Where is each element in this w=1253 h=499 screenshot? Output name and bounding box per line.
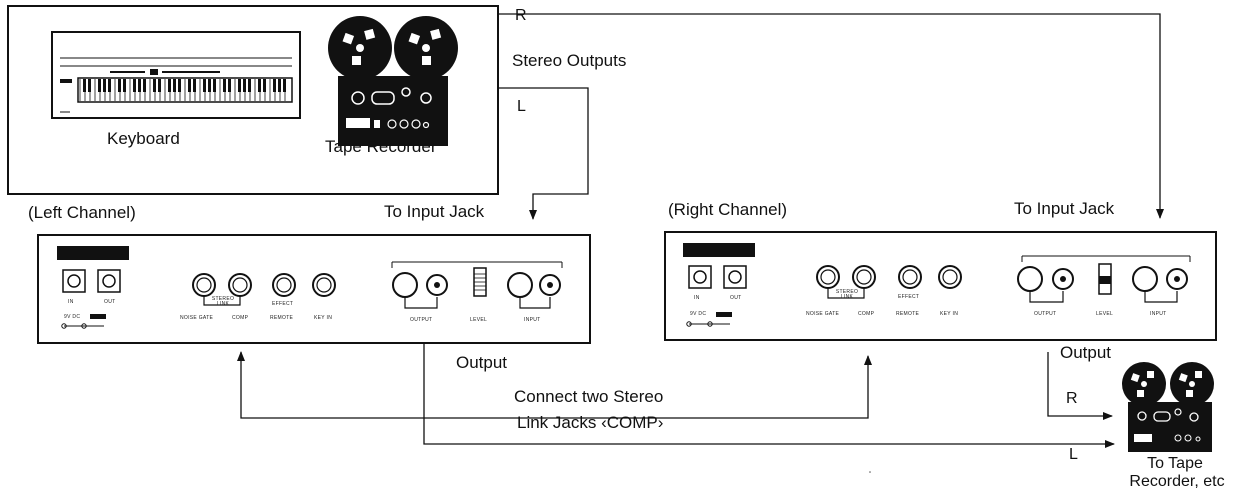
keyboard-black-key (108, 79, 111, 92)
left-key-in: KEY IN (314, 315, 333, 321)
keyboard-black-key (223, 79, 226, 92)
l-output-line (498, 87, 589, 220)
left-noise-gate: NOISE GATE (180, 315, 214, 321)
keyboard-black-key (248, 79, 251, 92)
keyboard-black-key (238, 79, 241, 92)
keyboard-black-key (173, 79, 176, 92)
label-r-top: R (515, 7, 527, 24)
tape-recorder-icon (328, 16, 458, 146)
r-output-line (498, 13, 1164, 219)
label-out-r: R (1066, 390, 1078, 407)
label-stereo-outputs: Stereo Outputs (512, 51, 627, 70)
keyboard-black-key (208, 79, 211, 92)
stereo-link-line (240, 355, 872, 419)
right-input: INPUT (1150, 311, 1167, 317)
keyboard-black-key (103, 79, 106, 92)
keyboard-black-key (153, 79, 156, 92)
left-dc-label: 9V DC (64, 314, 81, 320)
left-effect: EFFECT (272, 301, 294, 307)
keyboard-icon (51, 31, 301, 119)
right-level: LEVEL (1096, 311, 1114, 317)
label-l-top: L (517, 98, 526, 115)
right-stereo-link: STEREO LINK (835, 289, 859, 300)
left-unit (37, 234, 591, 344)
keyboard-black-key (138, 79, 141, 92)
keyboard-black-key (228, 79, 231, 92)
keyboard-black-key (258, 79, 261, 92)
label-to-tape-line2: Recorder, etc (1129, 473, 1225, 490)
left-stereo-link: STEREO LINK (211, 296, 235, 307)
right-unit (664, 231, 1217, 341)
right-effect: EFFECT (898, 294, 920, 300)
left-output-line (423, 343, 1115, 448)
right-comp: COMP (858, 311, 875, 317)
keyboard-black-key (283, 79, 286, 92)
label-output-right: Output (1060, 343, 1112, 362)
left-output: OUTPUT (410, 317, 433, 323)
keyboard-black-key (278, 79, 281, 92)
keyboard-black-key (273, 79, 276, 92)
left-remote: REMOTE (270, 315, 294, 321)
right-noise-gate: NOISE GATE (806, 311, 840, 317)
keyboard-black-key (98, 79, 101, 92)
left-out-label: OUT (104, 299, 116, 305)
label-to-tape-line1: To Tape (1147, 455, 1203, 472)
label-right-channel: (Right Channel) (668, 200, 788, 219)
keyboard-black-key (123, 79, 126, 92)
right-output: OUTPUT (1034, 311, 1057, 317)
right-key-in: KEY IN (940, 311, 959, 317)
connection-lines (237, 13, 1164, 448)
keyboard-black-key (83, 79, 86, 92)
keyboard-black-key (168, 79, 171, 92)
keyboard-black-key (178, 79, 181, 92)
label-out-l: L (1069, 446, 1078, 463)
left-input: INPUT (524, 317, 541, 323)
left-in-label: IN (68, 299, 74, 305)
keyboard-black-key (203, 79, 206, 92)
keyboard-black-key (118, 79, 121, 92)
label-connect-line1: Connect two Stereo (514, 387, 664, 406)
right-dc-label: 9V DC (690, 311, 707, 317)
keyboard-black-key (88, 79, 91, 92)
label-connect-line2: Link Jacks ‹COMP› (517, 413, 664, 432)
keyboard-black-key (143, 79, 146, 92)
keyboard-black-key (213, 79, 216, 92)
keyboard-black-key (263, 79, 266, 92)
label-keyboard: Keyboard (107, 129, 180, 148)
right-out-label: OUT (730, 295, 742, 301)
left-level: LEVEL (470, 317, 488, 323)
keyboard-black-key (193, 79, 196, 92)
right-remote: REMOTE (896, 311, 920, 317)
keyboard-black-key (243, 79, 246, 92)
right-output-line (1047, 352, 1113, 420)
label-tape-recorder: Tape Recorder (325, 137, 437, 156)
label-left-channel: (Left Channel) (28, 203, 136, 222)
label-output-left: Output (456, 353, 508, 372)
keyboard-black-key (133, 79, 136, 92)
keyboard-black-key (158, 79, 161, 92)
right-in-label: IN (694, 295, 700, 301)
tape-recorder-output-icon (1122, 362, 1214, 452)
left-comp: COMP (232, 315, 249, 321)
keyboard-black-key (188, 79, 191, 92)
label-to-input-jack-left: To Input Jack (384, 202, 485, 221)
label-to-input-jack-right: To Input Jack (1014, 199, 1115, 218)
